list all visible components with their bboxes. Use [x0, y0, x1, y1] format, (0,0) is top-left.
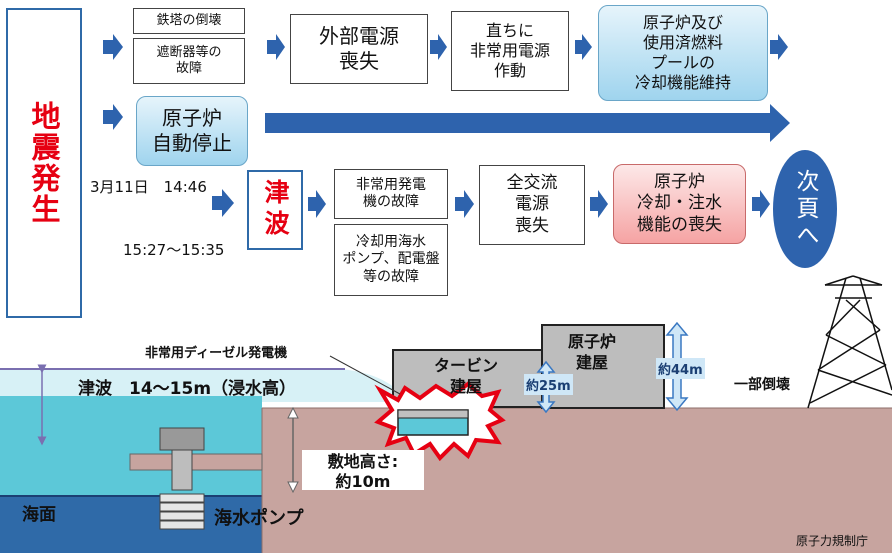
auto-shutdown-box: 原子炉 自動停止	[136, 96, 248, 166]
emergency-power-start-box: 直ちに 非常用電源 作動	[451, 11, 569, 91]
cooling-maintained-box: 原子炉及び 使用済燃料 プールの 冷却機能維持	[598, 5, 768, 101]
generator-failure-box: 非常用発電 機の故障	[334, 169, 448, 219]
partial-collapse-label: 一部倒壊	[734, 377, 790, 393]
pump-head	[159, 427, 205, 451]
flow-arrows	[103, 34, 790, 218]
diesel-leader	[329, 355, 401, 395]
reactor-height-label: 約44m	[656, 358, 705, 379]
external-power-loss-box: 外部電源 喪失	[290, 14, 428, 84]
diesel-generator-label: 非常用ディーゼル発電機	[145, 346, 288, 361]
cooling-lost-box: 原子炉 冷却・注水 機能の喪失	[613, 164, 746, 244]
site-height-label: 敷地高さ: 約10m	[302, 450, 424, 491]
next-page-oval[interactable]: 次頁へ	[773, 150, 837, 268]
tsunami-height-label: 津波 14～15m（浸水高）	[78, 379, 297, 399]
pier-deck	[129, 453, 263, 471]
tsunami-box: 津波	[247, 170, 303, 250]
tsunami-label: 津波	[261, 179, 290, 241]
earthquake-label: 地震発生	[27, 101, 61, 225]
long-arrow	[265, 104, 790, 142]
seawater-pump-label: 海水ポンプ	[214, 508, 304, 529]
breaker-failure-box: 遮断器等の 故障	[133, 38, 245, 84]
tsunami-time: 15:27～15:35	[123, 241, 225, 259]
ac-power-loss-box: 全交流 電源 喪失	[479, 165, 585, 245]
transmission-tower	[807, 275, 892, 409]
turbine-building-label: タービン 建屋	[434, 356, 499, 396]
deep-sea	[0, 496, 262, 553]
tower-collapse-box: 鉄塔の倒壊	[133, 8, 245, 34]
earthquake-box: 地震発生	[6, 8, 82, 318]
sea-level-label: 海面	[22, 505, 56, 525]
pump-stack	[159, 493, 205, 530]
turbine-height-label: 約25m	[524, 374, 573, 395]
reactor-building-label: 原子炉 建屋	[568, 332, 617, 372]
quake-time: 3月11日 14:46	[90, 178, 207, 196]
next-page-label: 次頁へ	[792, 168, 818, 250]
sea-water	[0, 396, 262, 496]
source-label: 原子力規制庁	[796, 534, 869, 548]
pump-failure-box: 冷却用海水 ポンプ、配電盤 等の故障	[334, 224, 448, 296]
tsunami-surge	[0, 369, 395, 402]
